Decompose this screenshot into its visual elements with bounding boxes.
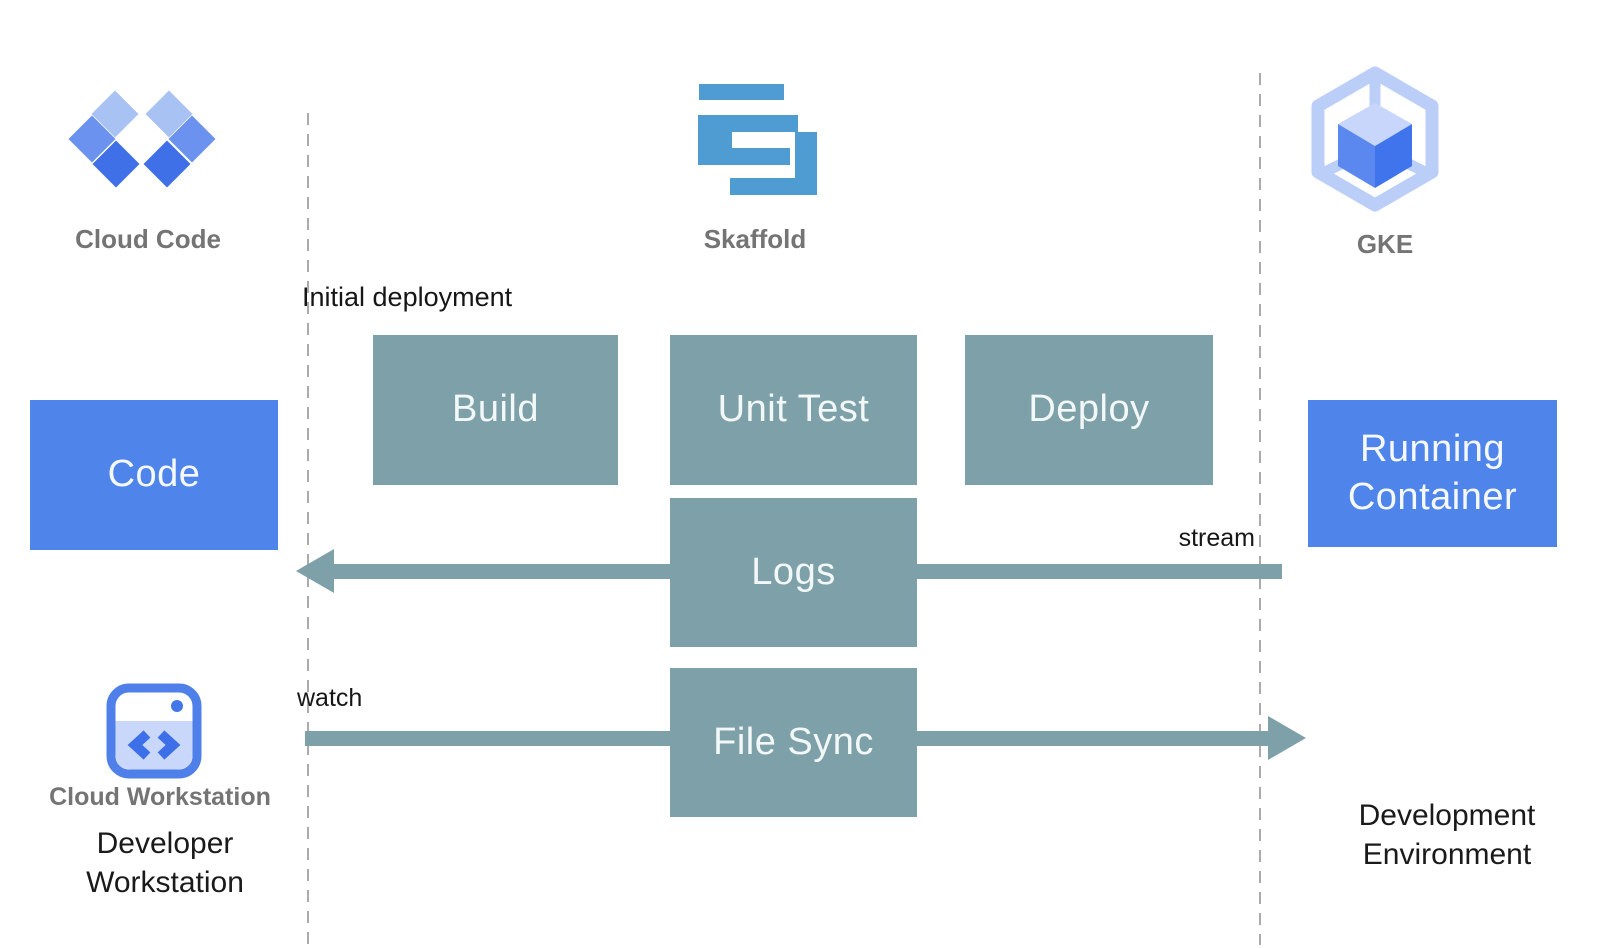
development-environment-label: Development Environment bbox=[1358, 799, 1536, 871]
code-box: Code bbox=[30, 400, 278, 550]
logs-stream-arrowhead-left bbox=[296, 549, 334, 593]
running-container-box: Running Container bbox=[1308, 400, 1557, 547]
skaffold-label: Skaffold bbox=[703, 224, 807, 254]
lane-separator-left bbox=[307, 113, 309, 945]
watch-label: watch bbox=[297, 684, 363, 712]
skaffold-icon bbox=[698, 84, 817, 195]
lane-separator-right bbox=[1259, 73, 1261, 945]
unit-test-box: Unit Test bbox=[670, 335, 917, 485]
cloud-workstation-label: Cloud Workstation bbox=[49, 783, 271, 811]
cloud-code-icon bbox=[68, 90, 216, 188]
initial-deployment-label: Initial deployment bbox=[302, 282, 513, 312]
logs-box: Logs bbox=[670, 498, 917, 647]
developer-workstation-label: Developer Workstation bbox=[86, 827, 244, 899]
file-sync-arrowhead-right bbox=[1268, 716, 1306, 760]
file-sync-box: File Sync bbox=[670, 668, 917, 817]
build-box: Build bbox=[373, 335, 618, 485]
gke-label: GKE bbox=[1356, 229, 1414, 259]
cloud-code-label: Cloud Code bbox=[75, 224, 221, 254]
stream-label: stream bbox=[1178, 524, 1255, 552]
deploy-box: Deploy bbox=[965, 335, 1213, 485]
gke-icon bbox=[1311, 66, 1439, 212]
cloud-workstation-icon bbox=[106, 683, 202, 779]
